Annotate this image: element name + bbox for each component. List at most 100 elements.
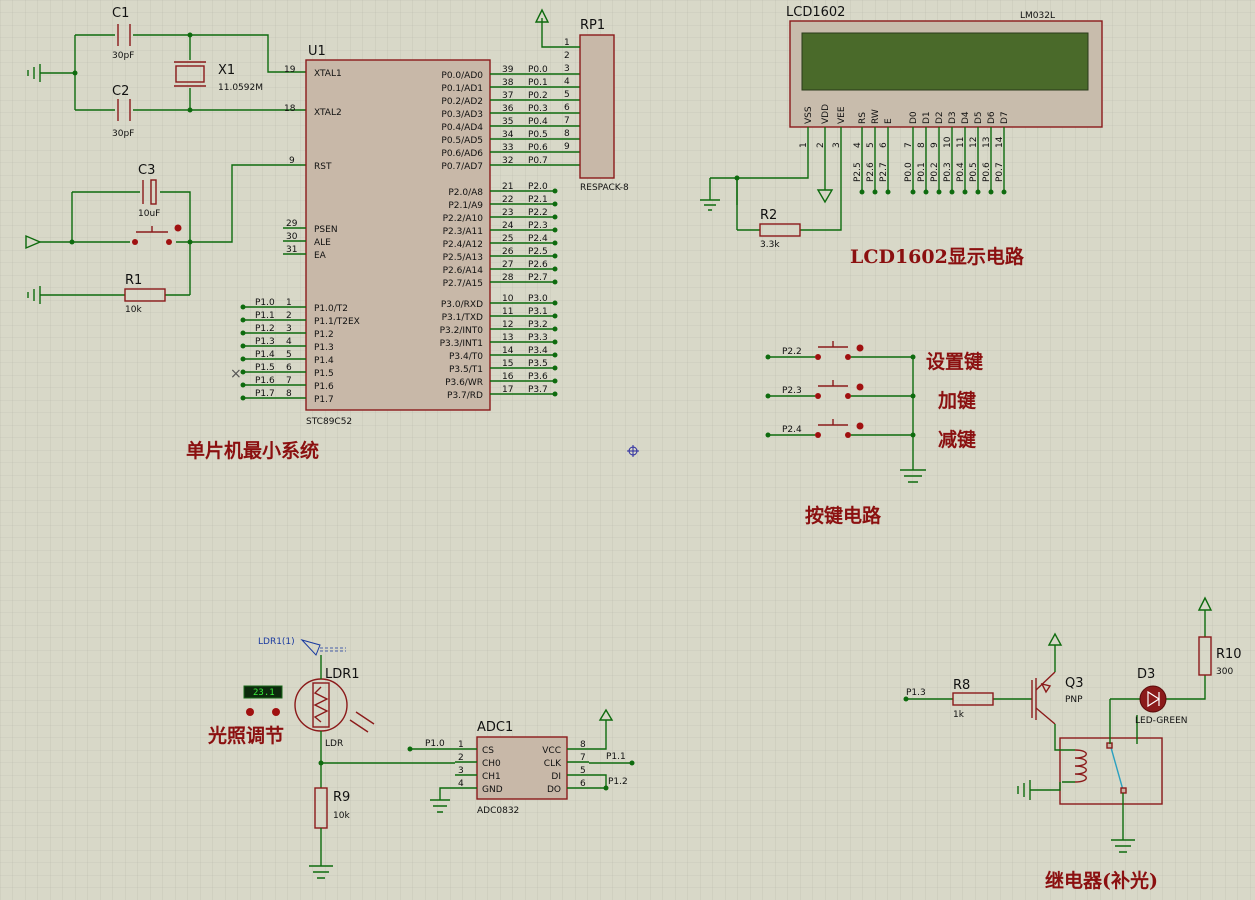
u1-pin-name: P1.4 xyxy=(314,356,334,366)
u1-pin-name: XTAL1 xyxy=(314,69,342,79)
adc-pin-name: CS xyxy=(482,746,494,756)
u1-pin-number: 11 xyxy=(502,307,513,317)
c2-label: C2 xyxy=(112,84,129,99)
u1-pin-name: P3.7/RD xyxy=(447,391,483,401)
u1-pin-number: 24 xyxy=(502,221,514,231)
adc-pin-number: 3 xyxy=(458,766,464,776)
relay-net: P1.3 xyxy=(906,688,926,698)
u1-pin-name: P0.7/AD7 xyxy=(441,162,483,172)
u1-net-label: P3.0 xyxy=(528,294,548,304)
caption-keys: 按键电路 xyxy=(805,504,882,527)
adc-pin-name: DI xyxy=(551,772,561,782)
u1-pin-number: 35 xyxy=(502,117,513,127)
power-arrow-icon xyxy=(534,8,550,23)
lcd-pin-number: 11 xyxy=(956,137,966,148)
u1-pin-name: P0.6/AD6 xyxy=(441,149,483,159)
lcd-pin-number: 4 xyxy=(853,142,863,148)
c2-value: 30pF xyxy=(112,129,134,139)
u1-pin-name: P1.0/T2 xyxy=(314,304,348,314)
u1-net-label: P3.1 xyxy=(528,307,548,317)
lcd-net-label: P2.7 xyxy=(879,162,889,182)
lcd-net-label: P0.0 xyxy=(904,162,914,182)
ground-icon xyxy=(27,286,41,304)
u1-part: STC89C52 xyxy=(306,417,352,427)
r8-value: 1k xyxy=(953,710,965,720)
adc-pin-number: 5 xyxy=(580,766,586,776)
adc-pin-name: CLK xyxy=(544,759,562,769)
u1-pin-name: P3.1/TXD xyxy=(442,313,483,323)
u1-pin-name: P1.7 xyxy=(314,395,334,405)
u1-pin-number: 28 xyxy=(502,273,514,283)
adc-net-clk: P1.1 xyxy=(606,752,626,762)
ldr-circuit: LDR1(1) 23.1 LDR1 LDR R9 10k xyxy=(243,637,455,879)
u1-net-label: P0.2 xyxy=(528,91,548,101)
lcd-pin-name: D4 xyxy=(961,111,971,124)
adc-pin-number: 1 xyxy=(458,740,464,750)
u1-pin-name: P1.6 xyxy=(314,382,334,392)
lcd-net-label: P2.6 xyxy=(866,162,876,182)
lcd-net-label: P0.3 xyxy=(943,162,953,182)
r10-value: 300 xyxy=(1216,667,1233,677)
rp1-pin-number: 6 xyxy=(564,103,570,113)
u1-pin-number: 5 xyxy=(286,350,292,360)
lcd-pin-name: D1 xyxy=(922,111,932,124)
u1-net-label: P1.5 xyxy=(255,363,275,373)
ldr1-label: LDR1 xyxy=(325,667,360,682)
adc-net-dio: P1.2 xyxy=(608,777,628,787)
u1-pin-name: P3.3/INT1 xyxy=(440,339,483,349)
u1-pin-name: P1.2 xyxy=(314,330,334,340)
adc-pin-name: VCC xyxy=(542,746,561,756)
u1-net-label: P3.2 xyxy=(528,320,548,330)
u1-pin-number: 36 xyxy=(502,104,514,114)
r1-label: R1 xyxy=(125,273,142,288)
u1-net-label: P2.4 xyxy=(528,234,548,244)
key-net-label: P2.4 xyxy=(782,425,802,435)
lcd-pin-number: 13 xyxy=(982,137,992,148)
u1-net-label: P3.3 xyxy=(528,333,548,343)
u1-pin-number: 4 xyxy=(286,337,292,347)
u1-pin-name: P2.6/A14 xyxy=(443,266,484,276)
power-arrow-icon xyxy=(25,234,42,250)
u1-net-label: P0.4 xyxy=(528,117,548,127)
lcd-pin-number: 10 xyxy=(943,136,953,148)
lcd-pin-name: D7 xyxy=(1000,111,1010,124)
u1-pin-number: 33 xyxy=(502,143,513,153)
u1-pin-name: P0.3/AD3 xyxy=(441,110,483,120)
u1-net-label: P3.4 xyxy=(528,346,548,356)
u1-pin-name: P1.3 xyxy=(314,343,334,353)
key-net-label: P2.2 xyxy=(782,347,802,357)
svg-text:18: 18 xyxy=(284,104,296,114)
rp1-label: RP1 xyxy=(580,18,605,33)
lcd-pin-name: D2 xyxy=(935,111,945,124)
u1-net-label: P0.7 xyxy=(528,156,548,166)
rp1-pin-number: 4 xyxy=(564,77,570,87)
rp1-pin-number: 7 xyxy=(564,116,570,126)
key-sub-label: 减键 xyxy=(938,428,976,451)
u1-pin-name: P1.5 xyxy=(314,369,334,379)
d3-label: D3 xyxy=(1137,667,1155,682)
lcd-net-label: P0.4 xyxy=(956,162,966,182)
lcd-net-label: P0.7 xyxy=(995,162,1005,182)
adc-pin-name: CH1 xyxy=(482,772,501,782)
u1-pin-number: 26 xyxy=(502,247,514,257)
svg-text:9: 9 xyxy=(289,156,295,166)
lcd-pin-number: 9 xyxy=(930,142,940,148)
u1-label: U1 xyxy=(308,44,326,59)
u1-pin-name: EA xyxy=(314,251,327,261)
u1-net-label: P0.3 xyxy=(528,104,548,114)
ground-icon xyxy=(1109,712,1138,853)
crystal-circuit: C1 30pF C2 30pF X1 11.0592M 19 18 xyxy=(27,6,306,139)
u1-pin-name: P3.5/T1 xyxy=(449,365,483,375)
power-arrow-icon xyxy=(1047,632,1063,672)
lcd-pin-number: 12 xyxy=(969,137,979,148)
ldr-part: LDR xyxy=(325,739,343,749)
x1-value: 11.0592M xyxy=(218,83,263,93)
q3-part: PNP xyxy=(1065,695,1083,705)
u1-net-label: P2.1 xyxy=(528,195,548,205)
reset-circuit: 9 C3 10uF R1 10k xyxy=(25,156,306,315)
lcd-pin-number: 14 xyxy=(995,136,1005,148)
u1-pin-name: P0.5/AD5 xyxy=(441,136,483,146)
q3-label: Q3 xyxy=(1065,676,1084,691)
u1-net-label: P0.6 xyxy=(528,143,548,153)
